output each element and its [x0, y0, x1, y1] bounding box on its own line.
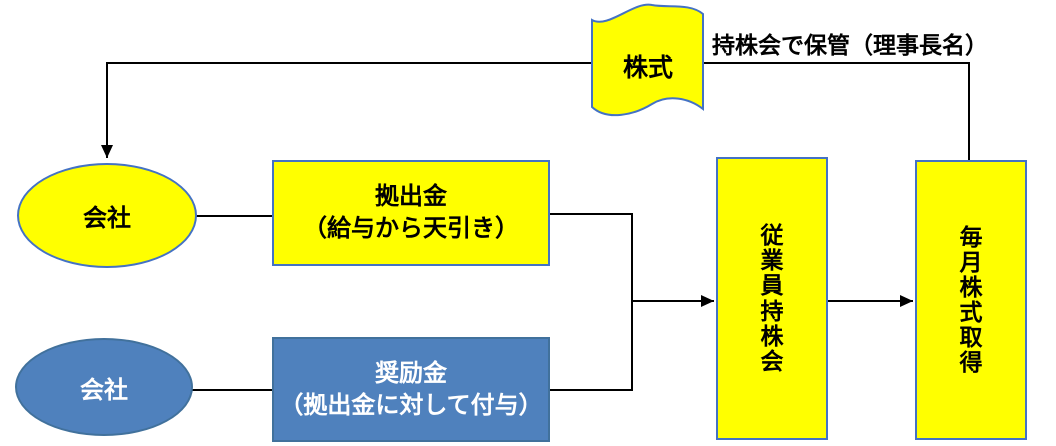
node-incentive-line1: 奨励金 — [375, 359, 447, 387]
node-contribution-line2: （給与から天引き） — [303, 215, 519, 242]
node-company-bottom-label: 会社 — [80, 376, 128, 404]
node-acquisition: 毎月株式取得 — [915, 160, 1027, 440]
node-company-bottom: 会社 — [15, 338, 193, 436]
node-incentive: 奨励金 （拠出金に対して付与） — [272, 337, 550, 442]
node-company-top: 会社 — [17, 163, 197, 268]
node-association-label: 従業員持株会 — [760, 222, 784, 374]
node-association: 従業員持株会 — [716, 157, 828, 440]
node-incentive-line2: （拠出金に対して付与） — [279, 391, 543, 419]
stock-flag-shape — [592, 4, 703, 116]
node-contribution-line1: 拠出金 — [375, 183, 447, 210]
storage-note: 持株会で保管（理事長名） — [712, 32, 988, 58]
node-company-top-label: 会社 — [83, 205, 131, 232]
edge-acquisition-to-company — [101, 62, 970, 160]
stock-flag-outline — [591, 3, 704, 117]
stock-flag-label: 株式 — [622, 54, 673, 82]
node-acquisition-label: 毎月株式取得 — [959, 223, 983, 376]
node-contribution: 拠出金 （給与から天引き） — [272, 160, 550, 266]
